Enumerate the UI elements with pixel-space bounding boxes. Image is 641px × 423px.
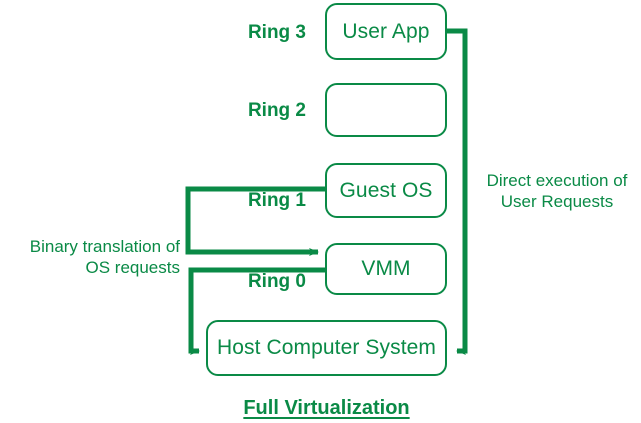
annotation-binary-translation: Binary translation of OS requests [0, 236, 180, 279]
box-vmm[interactable]: VMM [325, 243, 447, 295]
connector-vmm-to-host [188, 267, 325, 355]
connector-userapp-to-host [447, 28, 468, 355]
annotation-direct-execution-line1: Direct execution of [486, 171, 628, 190]
connector-guestos-to-vmm [185, 186, 325, 256]
annotation-binary-translation-line2: OS requests [85, 258, 181, 278]
ring-label-0: Ring 0 [247, 271, 306, 292]
annotation-direct-execution-line2: User Requests [500, 192, 614, 212]
box-user-app[interactable]: User App [325, 3, 447, 60]
annotation-binary-translation-line1: Binary translation of [29, 237, 180, 256]
diagram-caption: Full Virtualization [243, 397, 410, 419]
annotation-direct-execution: Direct execution of User Requests [473, 170, 641, 213]
box-ring2-empty[interactable] [325, 83, 447, 137]
box-host-computer-system[interactable]: Host Computer System [206, 320, 447, 376]
ring-label-3: Ring 3 [247, 22, 306, 43]
box-guest-os[interactable]: Guest OS [325, 163, 447, 218]
ring-label-2: Ring 2 [247, 100, 306, 121]
ring-label-1: Ring 1 [247, 190, 306, 211]
